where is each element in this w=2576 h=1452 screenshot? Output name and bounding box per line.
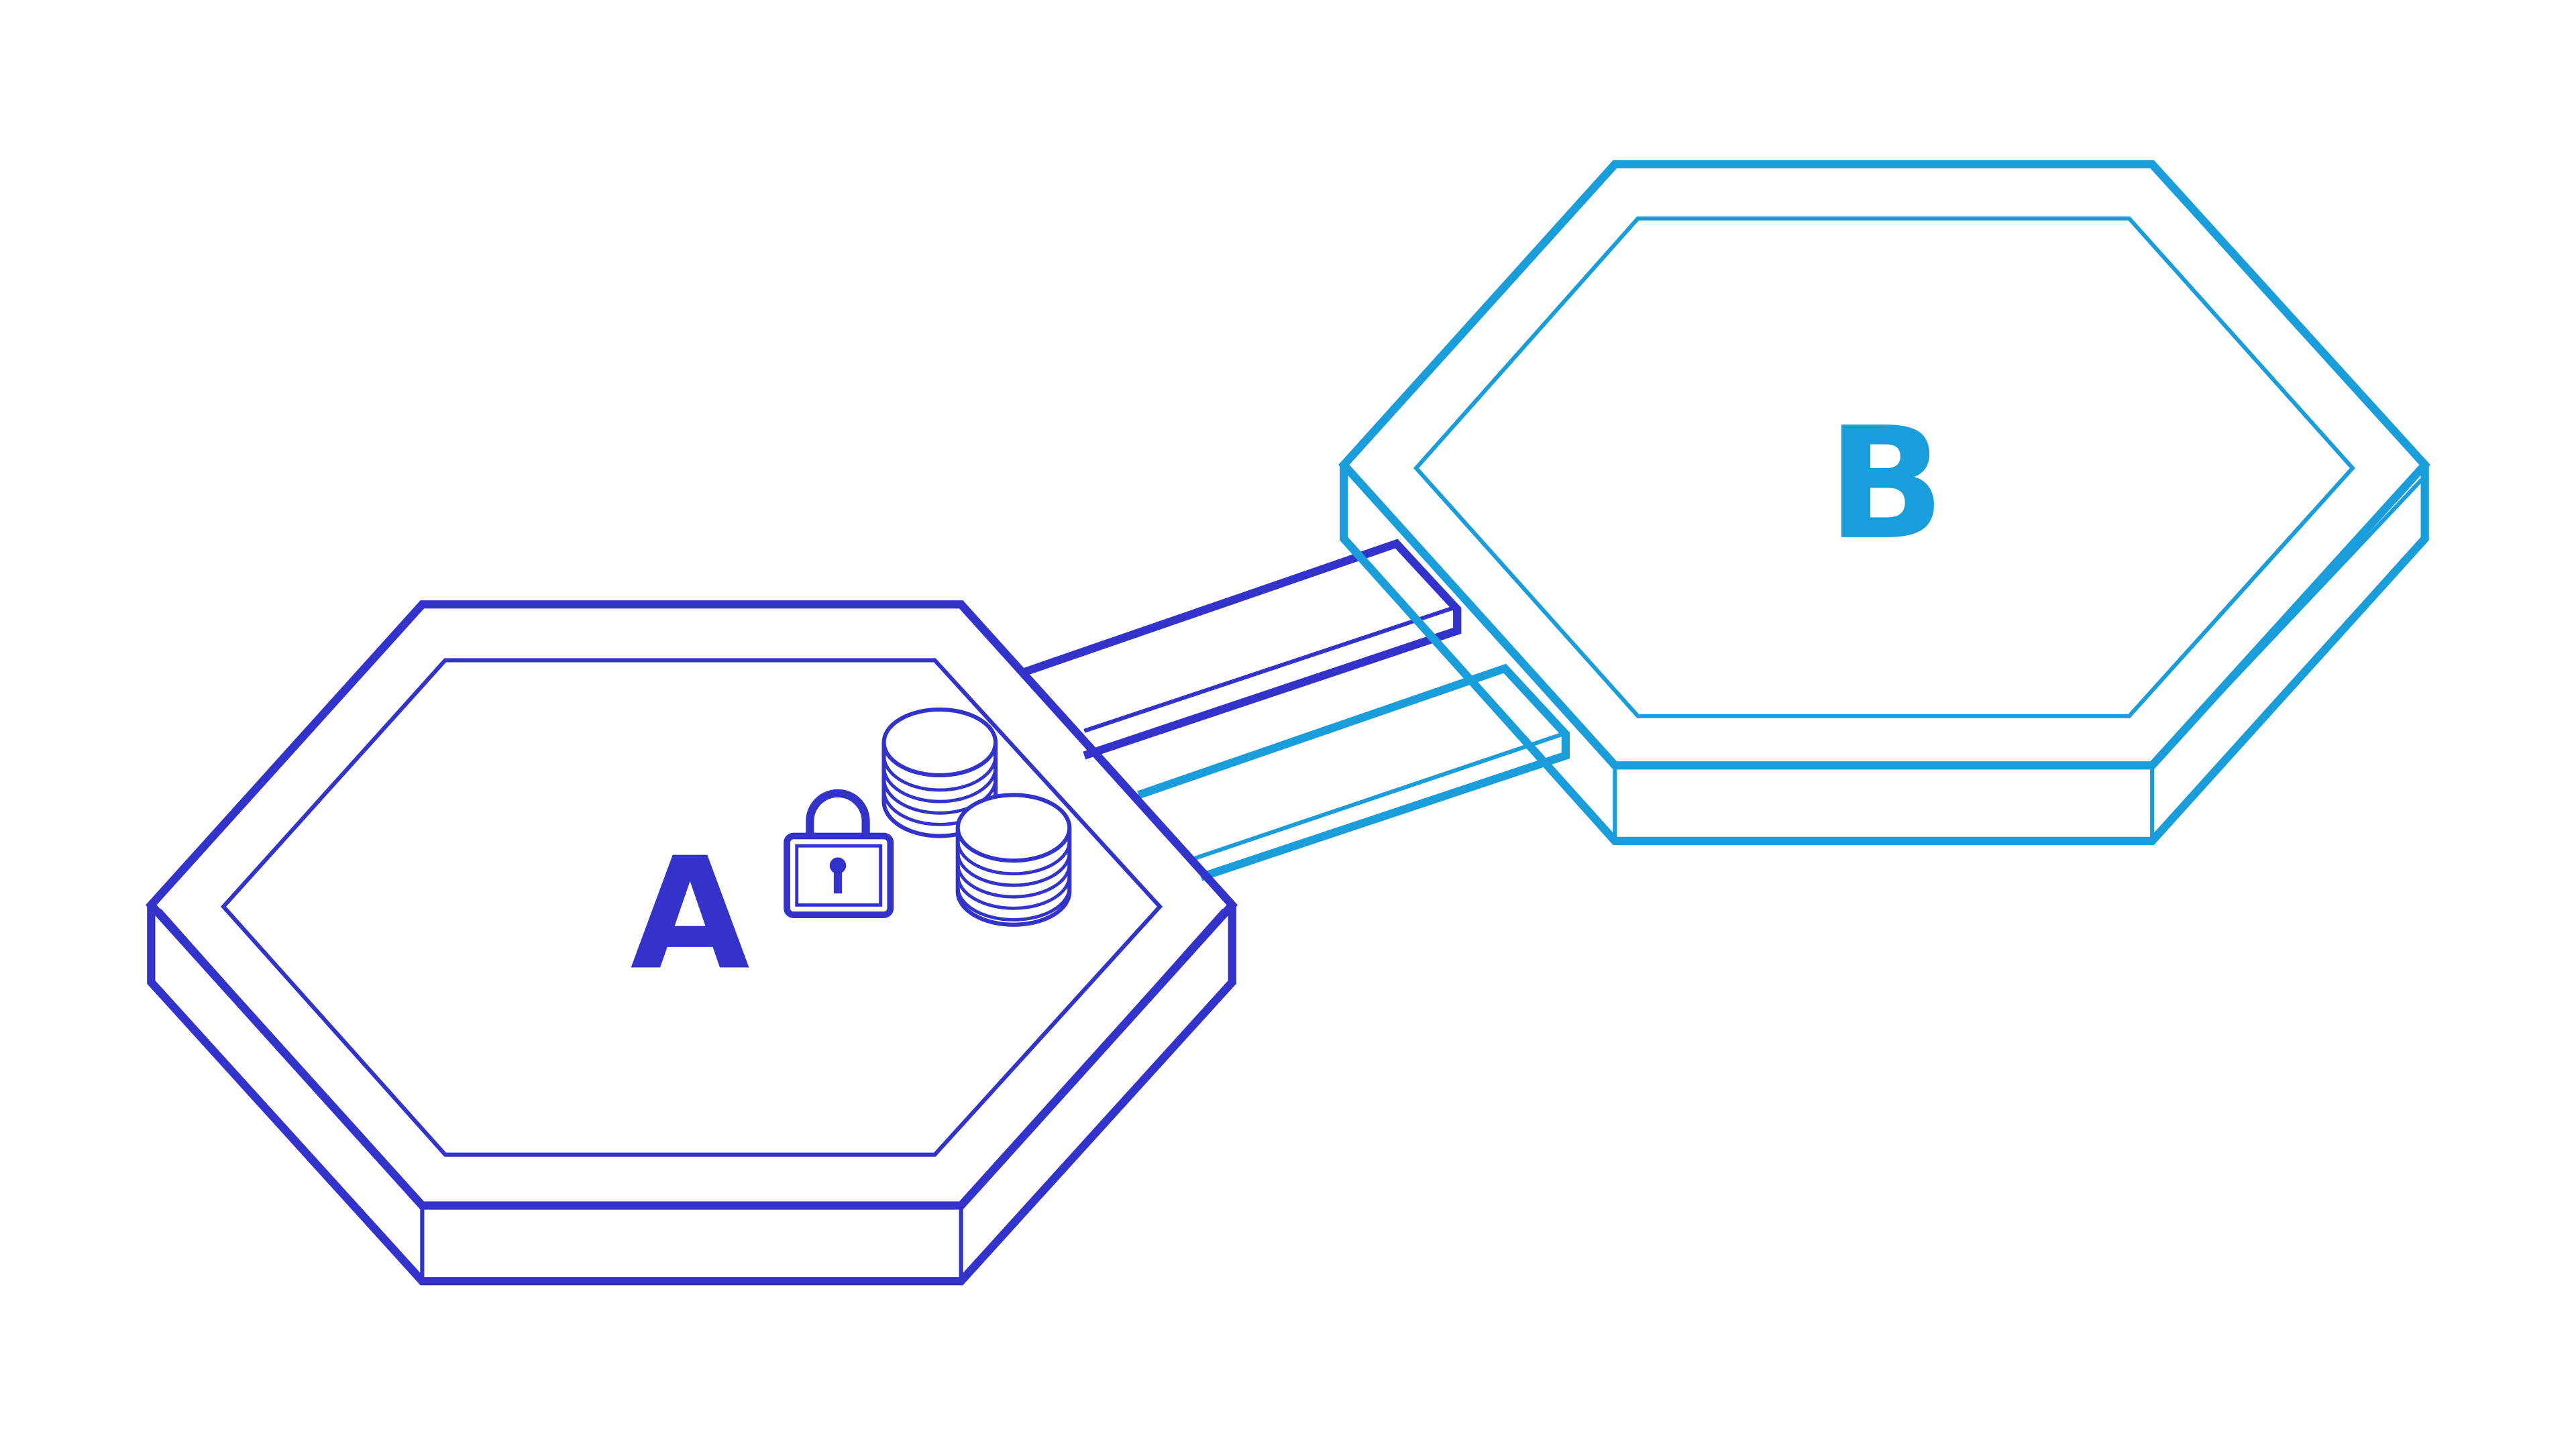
coin-stack-icon [955,793,1072,927]
bridge-bar-lower [1137,663,1570,881]
platform-a-label: A [630,824,749,1004]
padlock-keyhole-icon [829,857,847,894]
bridge-bar-upper [1024,539,1462,760]
padlock-icon [784,789,894,918]
platform-b [1338,160,2430,845]
platform-b-label: B [1827,394,1945,574]
platform-a [146,600,1238,1286]
